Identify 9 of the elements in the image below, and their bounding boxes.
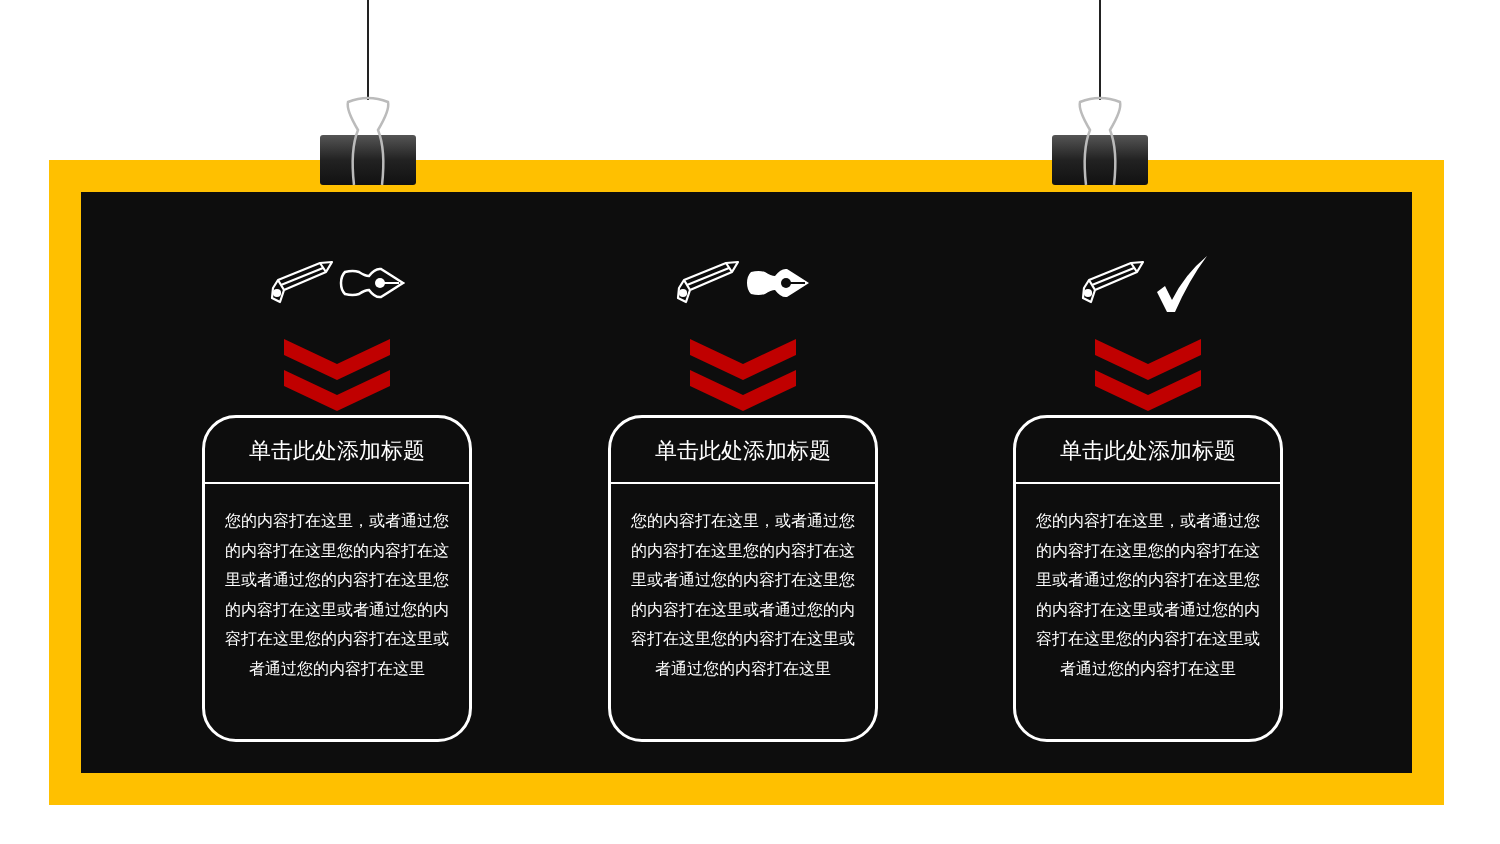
card-title: 单击此处添加标题 xyxy=(205,418,469,484)
card-body-text: 您的内容打在这里，或者通过您的内容打在这里您的内容打在这里或者通过您的内容打在这里您的内容打在这里或者通过您的内容打在这里您的内容打在这里或者通过您的内容打在这里 xyxy=(1035,510,1261,680)
card-title: 单击此处添加标题 xyxy=(611,418,875,484)
text-card xyxy=(608,415,878,742)
card-body-text: 您的内容打在这里，或者通过您的内容打在这里您的内容打在这里或者通过您的内容打在这里您的内容打在这里或者通过您的内容打在这里您的内容打在这里或者通过您的内容打在这里 xyxy=(630,510,856,680)
text-card xyxy=(202,415,472,742)
card-body-text: 您的内容打在这里，或者通过您的内容打在这里您的内容打在这里或者通过您的内容打在这里您的内容打在这里或者通过您的内容打在这里您的内容打在这里或者通过您的内容打在这里 xyxy=(224,510,450,680)
card-title: 单击此处添加标题 xyxy=(1016,418,1280,484)
text-card xyxy=(1013,415,1283,742)
